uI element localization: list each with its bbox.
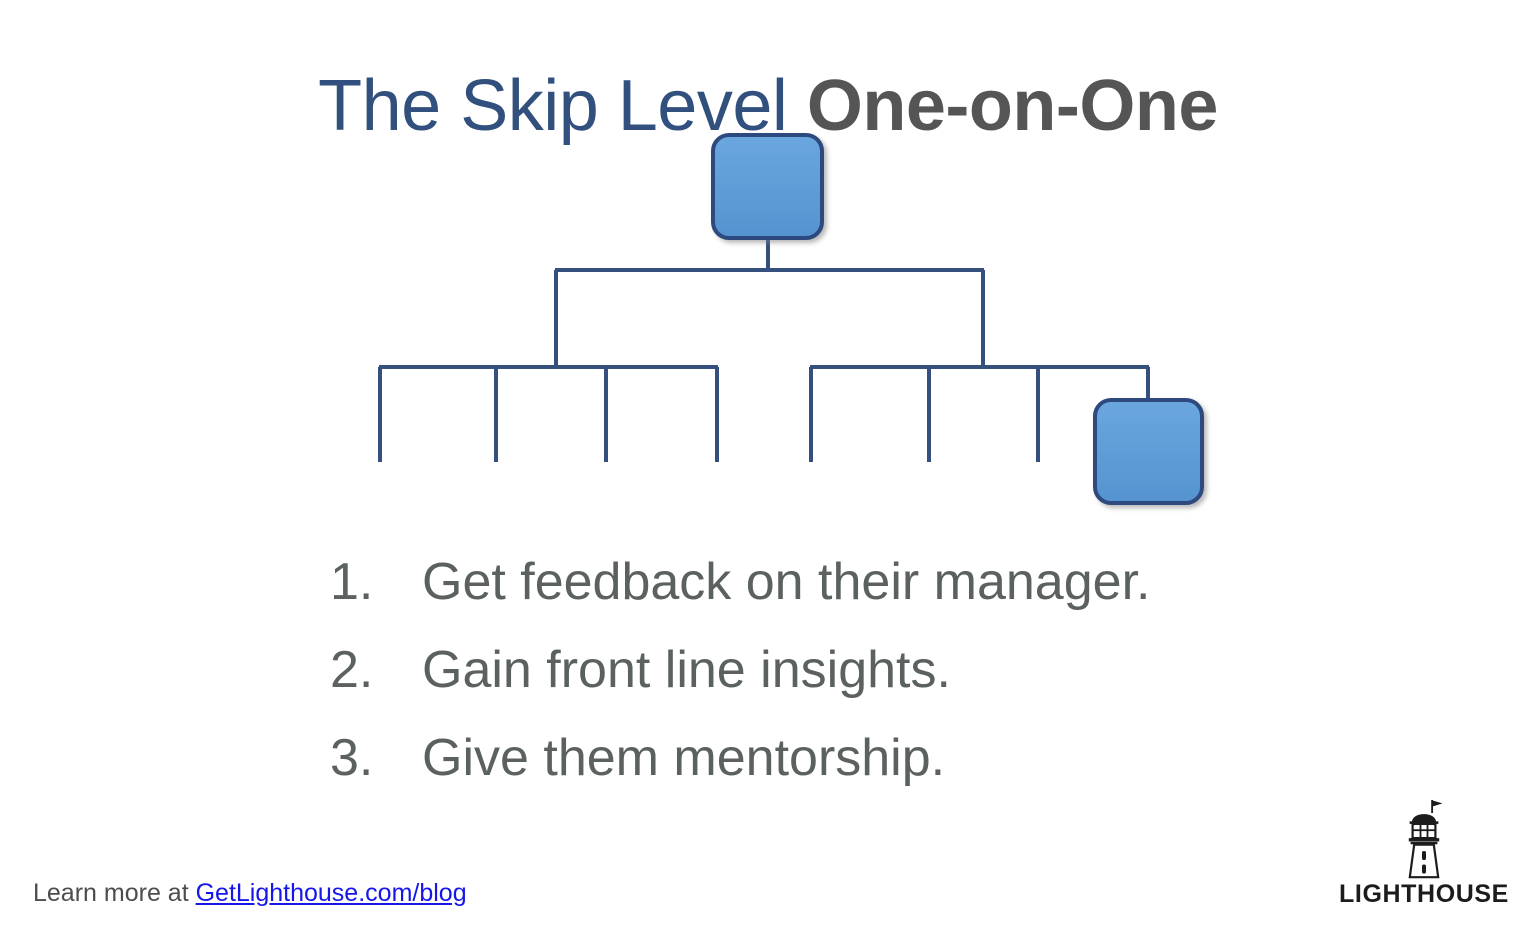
page-title: The Skip Level One-on-One xyxy=(0,60,1536,152)
list-item-text: Give them mentorship. xyxy=(422,729,946,787)
org-chart-diagram xyxy=(350,120,1230,520)
lighthouse-icon xyxy=(1408,800,1443,879)
list-item: 1. Get feedback on their manager. xyxy=(330,552,1330,640)
brand-wordmark: LIGHTHOUSE xyxy=(1339,880,1509,908)
footer-prefix-text: Learn more at xyxy=(33,879,196,907)
org-node-skip-level-report[interactable] xyxy=(1093,398,1204,505)
title-part-primary: The Skip Level xyxy=(318,66,807,147)
footer-learn-more: Learn more at GetLighthouse.com/blog xyxy=(33,878,467,908)
list-item-number: 3. xyxy=(330,729,374,787)
list-item: 3. Give them mentorship. xyxy=(330,728,1330,816)
list-item-number: 2. xyxy=(330,641,374,699)
list-item-number: 1. xyxy=(330,553,374,611)
list-item-text: Gain front line insights. xyxy=(422,641,951,699)
list-item: 2. Gain front line insights. xyxy=(330,640,1330,728)
blog-link[interactable]: GetLighthouse.com/blog xyxy=(195,879,467,907)
org-chart-connectors xyxy=(378,238,1150,462)
list-item-text: Get feedback on their manager. xyxy=(422,553,1151,611)
org-node-executive[interactable] xyxy=(711,133,824,240)
brand-logo: LIGHTHOUSE xyxy=(1334,798,1514,908)
title-part-emphasis: One-on-One xyxy=(806,66,1218,147)
benefits-list: 1. Get feedback on their manager. 2. Gai… xyxy=(290,552,1330,816)
